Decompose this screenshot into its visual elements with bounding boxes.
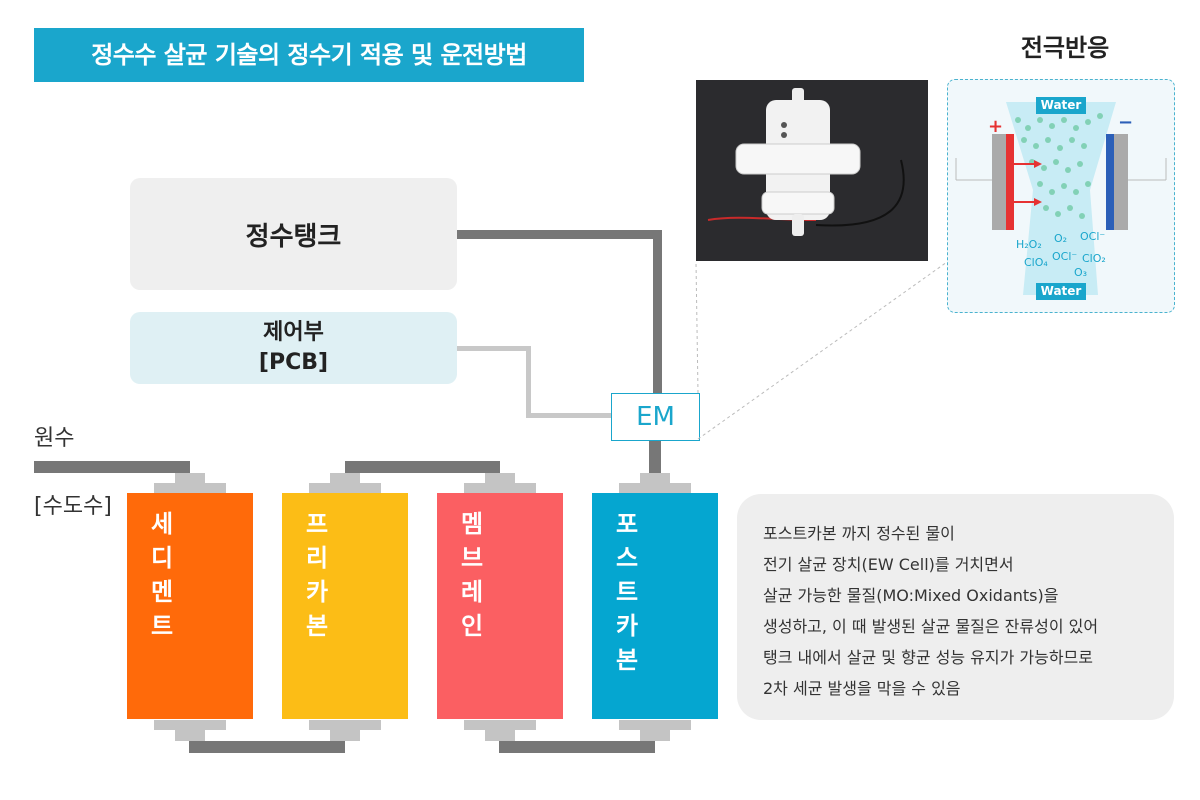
wire-pcb-to-em: [526, 413, 612, 418]
info-box: 포스트카본 까지 정수된 물이 전기 살균 장치(EW Cell)를 거치면서 …: [737, 494, 1174, 720]
chem-label: OCl⁻: [1080, 230, 1105, 243]
electrode-reaction-illustration: + − H₂O₂ O₂ OCl⁻ ClO₄ OCl⁻ ClO₂ O₃: [955, 102, 1167, 295]
filter-cap: [464, 483, 536, 493]
pcb-label-line1: 제어부: [263, 320, 324, 345]
pipe-bottom-connector-1: [189, 741, 345, 753]
info-line: 전기 살균 장치(EW Cell)를 거치면서: [763, 555, 1014, 574]
wire-pcb-vertical: [526, 346, 531, 418]
filter-char: 본: [305, 612, 329, 640]
pcb-label-line2: [PCB]: [258, 350, 329, 375]
chem-label: OCl⁻: [1052, 250, 1077, 263]
chem-label: O₂: [1054, 232, 1067, 245]
page-title: 정수수 살균 기술의 정수기 적용 및 운전방법: [34, 28, 584, 82]
filter-char: 카: [305, 578, 329, 606]
filter-cap: [485, 730, 515, 741]
filter-cap: [619, 483, 691, 493]
filter-sediment: 세 디 멘 트: [127, 493, 253, 719]
ew-cell-device-icon: [696, 80, 928, 261]
cathode-sign: −: [1118, 112, 1133, 133]
filter-cap: [154, 720, 226, 730]
water-tank-label: 정수탱크: [245, 221, 342, 252]
anode-sign: +: [988, 116, 1003, 137]
em-cell: EM: [611, 393, 700, 441]
filter-cap: [640, 730, 670, 741]
chem-label: H₂O₂: [1016, 238, 1042, 251]
electrode-reaction-panel: + − H₂O₂ O₂ OCl⁻ ClO₄ OCl⁻ ClO₂ O₃ Water…: [947, 79, 1175, 313]
info-line: 살균 가능한 물질(MO:Mixed Oxidants)을: [763, 586, 1059, 605]
chem-label: ClO₂: [1082, 252, 1106, 265]
water-inlet-label: Water: [1036, 97, 1086, 114]
pipe-bottom-connector-2: [499, 741, 655, 753]
filter-char: 리: [305, 544, 329, 572]
chem-label: O₃: [1074, 266, 1087, 279]
filter-char: 포: [615, 510, 639, 538]
filter-cap: [175, 730, 205, 741]
filter-char: 본: [615, 646, 639, 674]
filter-char: 스: [615, 544, 639, 572]
filter-char: 세: [150, 510, 174, 538]
control-pcb: 제어부 [PCB]: [130, 312, 457, 384]
filter-cap: [619, 720, 691, 730]
filter-char: 디: [150, 544, 174, 572]
filter-membrane: 멤 브 레 인: [437, 493, 563, 719]
water-outlet-label: Water: [1036, 283, 1086, 300]
filter-char: 프: [305, 510, 329, 538]
filter-cap: [330, 730, 360, 741]
info-line: 2차 세균 발생을 막을 수 있음: [763, 679, 961, 698]
filter-cap: [175, 473, 205, 483]
filter-char: 멘: [150, 578, 174, 606]
filter-cap: [330, 473, 360, 483]
source-label: 원수: [34, 426, 75, 451]
wire-pcb-horizontal: [457, 346, 531, 351]
chem-label: ClO₄: [1024, 256, 1048, 269]
filter-cap: [485, 473, 515, 483]
filter-cap: [309, 483, 381, 493]
em-label: EM: [636, 402, 675, 432]
filter-char: 트: [150, 612, 174, 640]
info-line: 탱크 내에서 살균 및 향균 성능 유지가 가능하므로: [763, 648, 1094, 667]
source-sublabel: [수도수]: [34, 494, 112, 519]
filter-char: 카: [615, 612, 639, 640]
pipe-tank-horizontal: [457, 230, 662, 239]
info-line: 생성하고, 이 때 발생된 살균 물질은 잔류성이 있어: [763, 617, 1099, 636]
filter-cap: [154, 483, 226, 493]
filter-char: 브: [460, 544, 484, 572]
filter-cap: [640, 473, 670, 483]
filter-char: 레: [460, 578, 484, 606]
pipe-top-connector: [345, 461, 500, 473]
pipe-tank-vertical: [653, 230, 662, 393]
filter-char: 멤: [460, 510, 484, 538]
reaction-title: 전극반응: [1020, 34, 1110, 62]
filter-cap: [464, 720, 536, 730]
filter-postcarbon: 포 스 트 카 본: [592, 493, 718, 719]
ew-cell-photo: [696, 80, 928, 261]
info-line: 포스트카본 까지 정수된 물이: [763, 524, 955, 543]
pipe-em-filter: [649, 439, 661, 475]
filter-char: 트: [615, 578, 639, 606]
filter-char: 인: [460, 612, 484, 640]
filter-cap: [309, 720, 381, 730]
pipe-inlet: [34, 461, 190, 473]
water-tank: 정수탱크: [130, 178, 457, 290]
filter-precarbon: 프 리 카 본: [282, 493, 408, 719]
